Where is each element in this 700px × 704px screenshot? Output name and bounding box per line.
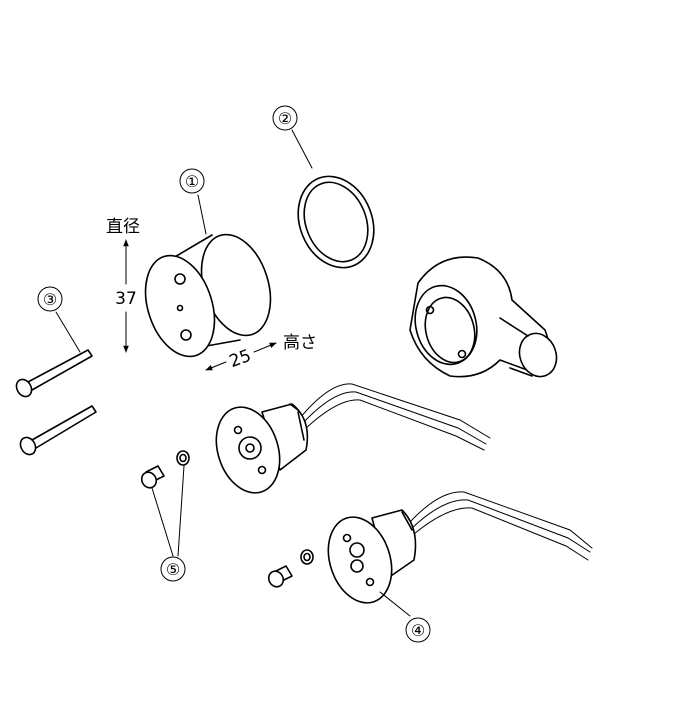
height-label: 高さ <box>283 333 317 353</box>
part-o-ring <box>297 175 375 269</box>
callout-5-label: ⑤ <box>166 560 180 579</box>
part-cover-cylinder <box>144 233 272 358</box>
dimension-arrows <box>123 239 277 371</box>
callout-3-label: ③ <box>43 290 57 309</box>
leader-lines <box>55 129 411 617</box>
callout-2: ② <box>272 105 298 131</box>
part-housing <box>409 256 558 378</box>
callout-1: ① <box>179 168 205 194</box>
callout-4-label: ④ <box>411 621 425 640</box>
callout-3: ③ <box>37 286 63 312</box>
callout-4: ④ <box>405 617 431 643</box>
diameter-value: 37 <box>115 289 137 309</box>
height-value: 25 <box>227 346 254 372</box>
part-socket-upper <box>215 383 491 494</box>
callout-2-label: ② <box>278 109 292 128</box>
callout-5: ⑤ <box>160 556 186 582</box>
part-socket-lower <box>327 491 593 604</box>
part-long-screws <box>15 349 97 456</box>
callout-1-label: ① <box>185 172 199 191</box>
diameter-label: 直径 <box>106 217 140 237</box>
part-small-screws <box>140 450 314 588</box>
